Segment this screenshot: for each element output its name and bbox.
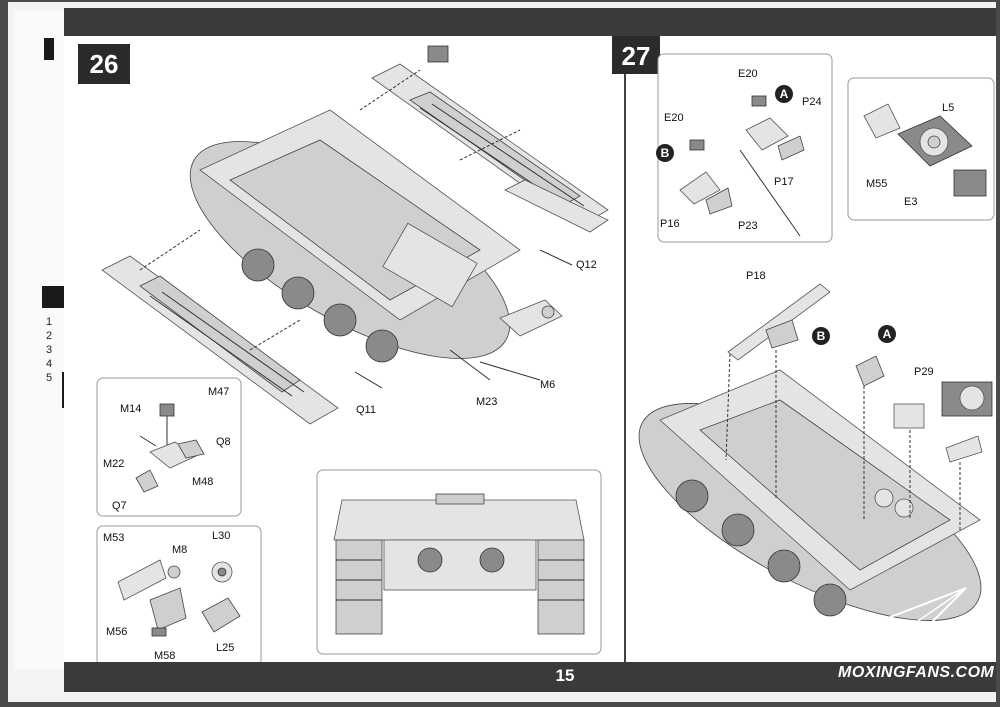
prev-page-number: 5: [46, 372, 53, 384]
page-number: 15: [555, 666, 575, 685]
step-divider: [624, 36, 626, 662]
part-label-m14: M14: [120, 403, 142, 415]
part-label-e3: E3: [904, 196, 918, 208]
inset-1-parts: [135, 403, 205, 493]
bottom-bar: [64, 662, 996, 692]
part-label-m6: M6: [540, 379, 556, 391]
prev-page-block: [44, 38, 54, 60]
part-label-p23: P23: [738, 220, 758, 232]
part-label-l25: L25: [216, 642, 235, 654]
part-label-m23: M23: [476, 396, 498, 408]
step-27-number: 27: [612, 36, 660, 74]
top-bar: [64, 8, 996, 38]
part-label-l30: L30: [212, 530, 231, 542]
part-label-l5: L5: [942, 102, 955, 114]
prev-page-number: 3: [46, 344, 53, 356]
part-label-m8: M8: [172, 544, 188, 556]
step27-inset-left-parts: [679, 95, 805, 237]
part-label-m47: M47: [208, 386, 230, 398]
prev-page-number: 4: [46, 358, 53, 370]
part-label-e20-upper: E20: [738, 68, 758, 80]
marker-a-main: A: [878, 325, 896, 343]
part-label-p24: P24: [802, 96, 822, 108]
part-label-q7: Q7: [112, 500, 127, 512]
part-label-m58: M58: [154, 650, 176, 662]
part-label-e20-lower: E20: [664, 112, 684, 124]
prev-page-number: 2: [46, 330, 53, 342]
part-label-p16: P16: [660, 218, 680, 230]
part-label-q11: Q11: [356, 404, 376, 416]
rear-small-parts: [354, 249, 573, 389]
part-label-m56: M56: [106, 626, 128, 638]
watermark-logo: [858, 587, 967, 654]
tank-hull-26: [139, 69, 521, 363]
step-26-number: 26: [78, 44, 130, 84]
part-label-m22: M22: [103, 458, 125, 470]
watermark-text: MOXINGFANS.COM: [838, 664, 995, 681]
tank-hull-27: [638, 283, 993, 621]
tank-rear-view: [333, 493, 585, 635]
marker-b: B: [656, 144, 674, 162]
inset-2-parts: [117, 559, 241, 637]
part-label-m53: M53: [103, 532, 125, 544]
step27-inset-right-parts: [863, 103, 987, 197]
lower-fender-part: [101, 255, 339, 425]
marker-a: A: [775, 85, 793, 103]
step27-inset-left-box: [657, 53, 833, 243]
prev-page-number: 1: [46, 316, 53, 328]
part-label-p18: P18: [746, 270, 766, 282]
part-label-q8: Q8: [216, 436, 231, 448]
part-label-m48: M48: [192, 476, 214, 488]
upper-fender-part: [371, 45, 609, 233]
part-label-p17: P17: [774, 176, 794, 188]
part-label-q12: Q12: [576, 259, 597, 271]
part-label-p29: P29: [914, 366, 934, 378]
marker-b-main: B: [812, 327, 830, 345]
part-label-m55: M55: [866, 178, 888, 190]
